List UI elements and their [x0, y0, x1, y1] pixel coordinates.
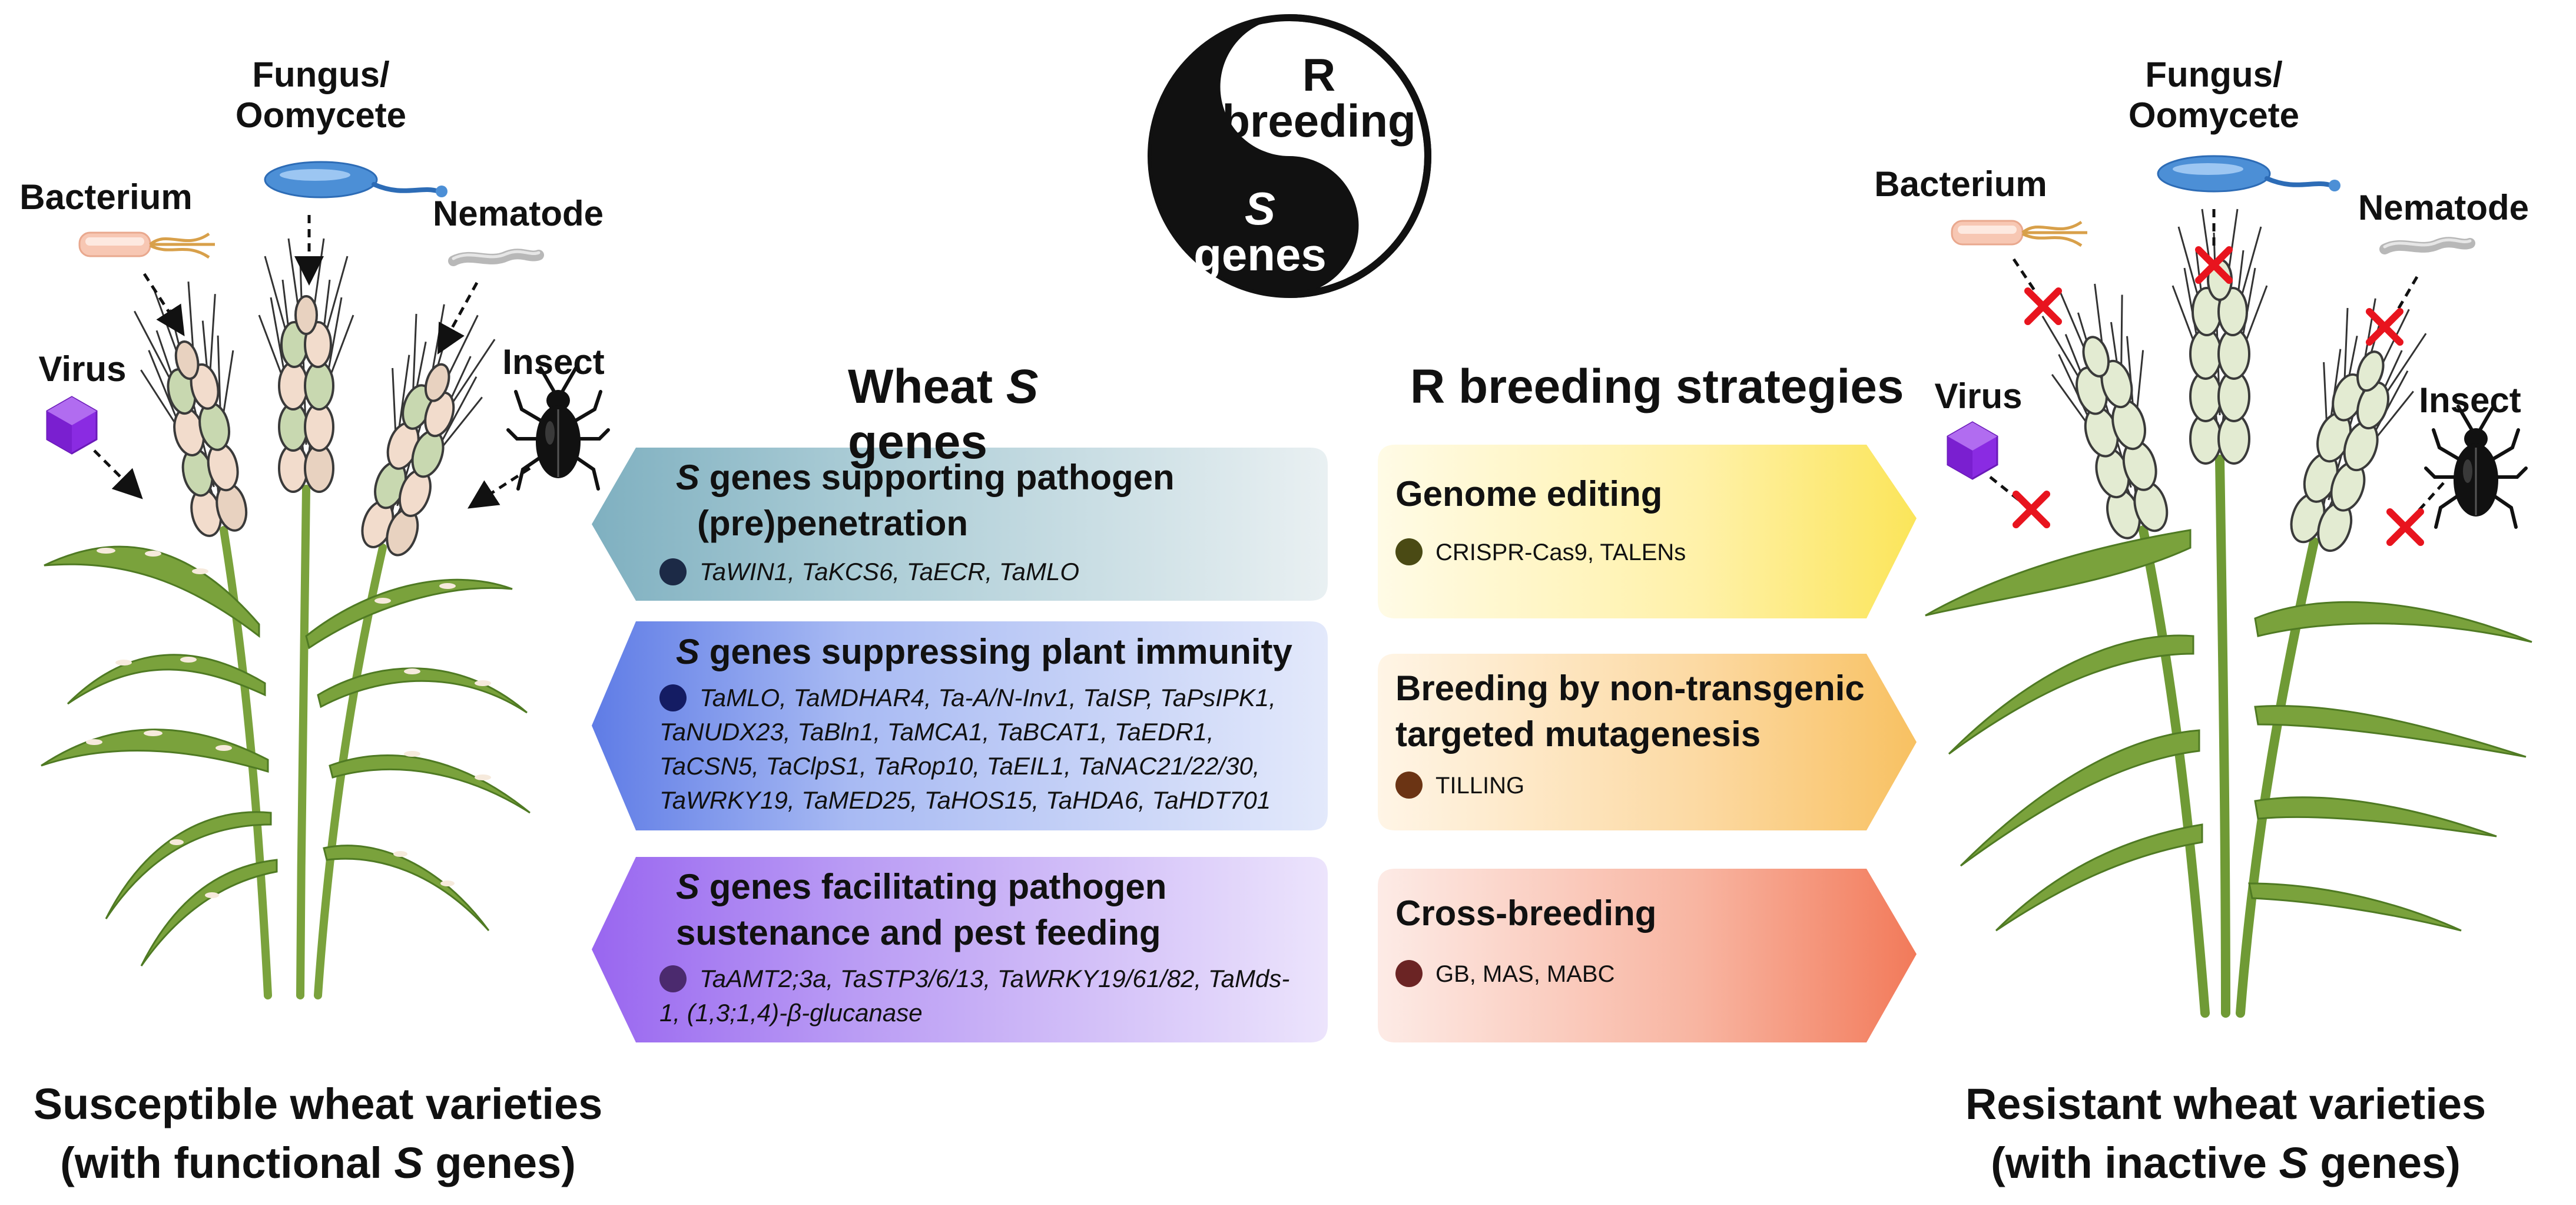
s-genes-boxes	[592, 448, 1328, 1042]
resistant-caption: Resistant wheat varieties (with inactive…	[1965, 1080, 2487, 1187]
right-virus-label: Virus	[1934, 376, 2023, 416]
susceptible-caption: Susceptible wheat varieties (with functi…	[33, 1080, 603, 1187]
yin-yang-bottom-text: S genes	[1193, 183, 1327, 280]
r-breeding-box-mutagenesis: Breeding by non-transgenic targeted muta…	[1395, 668, 1865, 799]
r-breeding-boxes	[1378, 445, 1917, 1042]
virus-icon	[46, 396, 98, 455]
s-genes-column-title: Wheat S genes	[848, 360, 1039, 469]
resistant-wheat-plant-icon	[1925, 208, 2532, 1018]
virus-icon	[1947, 421, 1998, 480]
right-nematode-label: Nematode	[2358, 188, 2529, 227]
left-insect-label: Insect	[502, 342, 605, 382]
bacterium-icon	[79, 233, 215, 257]
left-nematode-label: Nematode	[432, 194, 604, 233]
s-genes-box-sustenance-feeding: S genes facilitating pathogen sustenance…	[659, 867, 1290, 1027]
yin-yang-top-text: R breeding	[1222, 49, 1416, 147]
r-breeding-column-title: R breeding strategies	[1410, 360, 1904, 413]
r-breeding-box-cross-breeding: Cross-breeding GB, MAS, MABC	[1395, 893, 1657, 987]
insect-icon	[2426, 406, 2526, 527]
s-genes-box-prepenetration: S genes supporting pathogen (pre)penetra…	[659, 455, 1312, 589]
red-cross-icon	[2390, 512, 2421, 542]
gene-list-bullet	[659, 965, 687, 992]
yin-yang-icon	[1148, 14, 1431, 298]
susceptible-wheat-plant-icon	[41, 237, 531, 999]
insect-icon	[508, 368, 608, 489]
s-genes-box-suppressing-immunity: S genes suppressing plant immunity TaMLO…	[659, 632, 1292, 814]
r-breeding-box-genome-editing: Genome editing CRISPR-Cas9, TALENs	[1395, 474, 1686, 565]
fungus-icon	[2158, 156, 2340, 191]
nematode-icon	[2385, 240, 2470, 249]
fungus-icon	[265, 162, 447, 197]
method-bullet	[1395, 538, 1423, 565]
left-fungus-label: Fungus/ Oomycete	[235, 55, 407, 135]
red-cross-icon	[2016, 494, 2047, 525]
right-insect-label: Insect	[2419, 380, 2521, 420]
red-cross-icon	[2369, 312, 2400, 342]
method-bullet	[1395, 772, 1423, 799]
nematode-icon	[453, 251, 539, 261]
left-bacterium-label: Bacterium	[19, 177, 193, 217]
left-virus-label: Virus	[38, 349, 127, 389]
method-bullet	[1395, 960, 1423, 987]
infection-arrows	[93, 215, 531, 509]
right-bacterium-label: Bacterium	[1874, 164, 2047, 204]
right-fungus-label: Fungus/ Oomycete	[2128, 55, 2300, 135]
gene-list-bullet	[659, 558, 687, 585]
bacterium-icon	[1952, 221, 2087, 246]
gene-list-bullet	[659, 684, 687, 711]
